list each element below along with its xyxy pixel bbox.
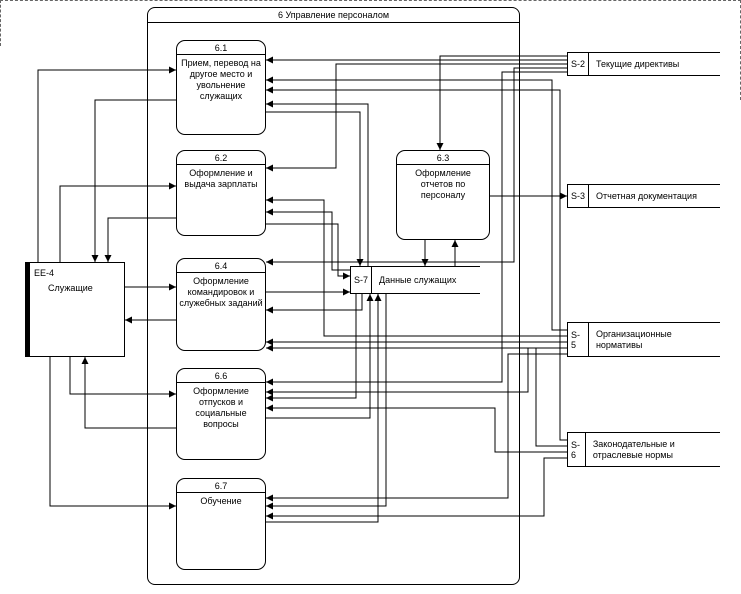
store-id: S-7 — [351, 267, 373, 293]
store-label: Данные служащих — [379, 274, 457, 285]
store-id: S-3 — [568, 185, 590, 207]
page-boundary-left — [0, 0, 1, 46]
store-label: Текущие директивы — [596, 58, 680, 69]
process-label: Оформление отчетов по персоналу — [415, 168, 471, 200]
store-id: S-6 — [568, 433, 586, 466]
frame-title: 6 Управление персоналом — [148, 8, 519, 23]
process-label: Оформление и выдача зарплаты — [184, 168, 258, 189]
process-6-1[interactable]: 6.1 Прием, перевод на другое место и уво… — [176, 40, 266, 135]
process-number: 6.4 — [177, 259, 265, 273]
process-label: Обучение — [200, 496, 242, 506]
process-number: 6.1 — [177, 41, 265, 55]
data-store-s6[interactable]: S-6 Законодательные и отраслевые нормы — [567, 432, 720, 467]
entity-id: EE-4 — [34, 268, 55, 278]
process-6-3[interactable]: 6.3 Оформление отчетов по персоналу — [396, 150, 490, 240]
store-id: S-5 — [568, 323, 589, 356]
store-label: Отчетная документация — [596, 190, 697, 201]
data-store-s5[interactable]: S-5 Организационные нормативы — [567, 322, 720, 357]
process-number: 6.3 — [397, 151, 489, 165]
process-number: 6.2 — [177, 151, 265, 165]
process-6-6[interactable]: 6.6 Оформление отпусков и социальные воп… — [176, 368, 266, 460]
data-store-s2[interactable]: S-2 Текущие директивы — [567, 52, 720, 76]
process-label: Оформление отпусков и социальные вопросы — [193, 386, 249, 429]
store-label: Организационные нормативы — [595, 328, 672, 350]
store-id: S-2 — [568, 53, 590, 75]
process-number: 6.7 — [177, 479, 265, 493]
entity-label: Служащие — [48, 283, 93, 293]
external-entity-ee4[interactable]: EE-4 Служащие — [25, 262, 125, 357]
process-label: Прием, перевод на другое место и увольне… — [181, 58, 261, 101]
store-label: Законодательные и отраслевые нормы — [592, 438, 675, 460]
process-6-2[interactable]: 6.2 Оформление и выдача зарплаты — [176, 150, 266, 236]
process-number: 6.6 — [177, 369, 265, 383]
data-store-s3[interactable]: S-3 Отчетная документация — [567, 184, 720, 208]
data-store-s7[interactable]: S-7 Данные служащих — [350, 266, 480, 294]
process-label: Оформление командировок и служебных зада… — [179, 276, 263, 308]
page-boundary-top — [0, 0, 741, 1]
process-6-7[interactable]: 6.7 Обучение — [176, 478, 266, 570]
process-6-4[interactable]: 6.4 Оформление командировок и служебных … — [176, 258, 266, 351]
